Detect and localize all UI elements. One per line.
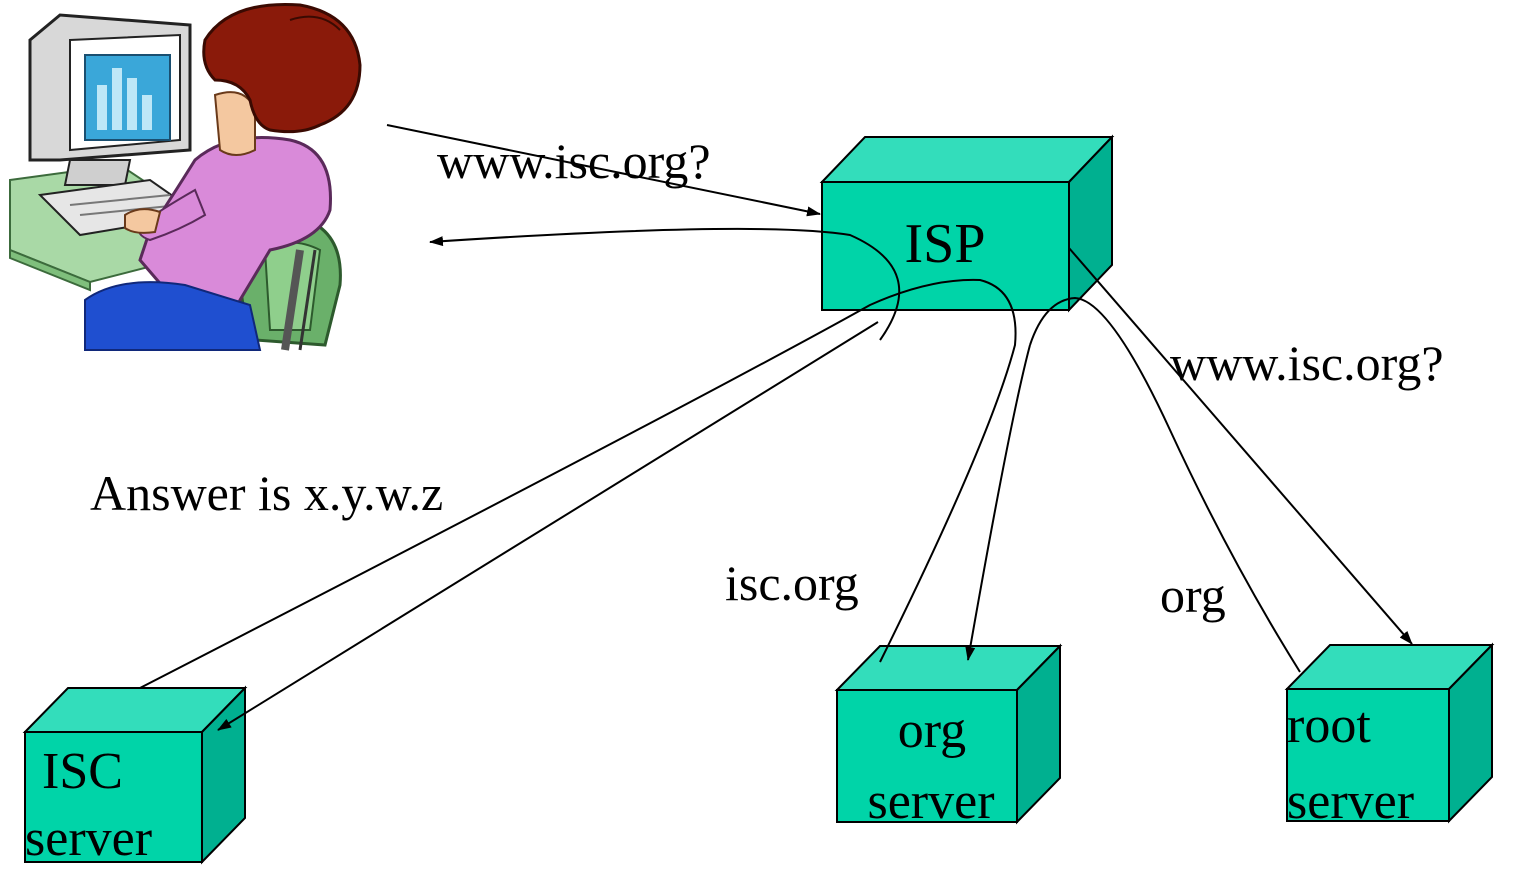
org-server-line1: org [898, 702, 966, 759]
isp-label: ISP [905, 213, 986, 275]
org-referral-line [139, 278, 1017, 689]
isc-server-line1: ISC [42, 743, 123, 800]
isp-to-user-answer-arrow [429, 227, 901, 341]
isc-server-box: ISC server [22, 685, 248, 867]
root-server-line2: server [1287, 773, 1414, 830]
query-to-root-label: www.isc.org? [1170, 335, 1444, 391]
isp-to-isc-arrow [217, 321, 879, 731]
root-referral-line [1029, 296, 1301, 673]
user-to-isp-arrow [386, 124, 821, 217]
user-at-computer-icon [9, 2, 362, 351]
query-flows [139, 124, 1413, 731]
org-referral-label: org [1160, 567, 1226, 623]
org-server-box: org server [834, 643, 1063, 830]
answer-label: Answer is x.y.w.z [90, 465, 443, 521]
root-server-line1: root [1287, 697, 1371, 754]
query-to-isp-label: www.isc.org? [437, 133, 711, 189]
isp-box: ISP [819, 134, 1115, 313]
isc-org-referral-label: isc.org [725, 555, 859, 611]
isp-to-root-arrow [1068, 247, 1413, 645]
isc-server-line2: server [25, 810, 152, 865]
isp-to-org-arrow [965, 344, 1031, 661]
org-server-line2: server [867, 773, 994, 830]
root-server-box: root server [1284, 642, 1495, 830]
